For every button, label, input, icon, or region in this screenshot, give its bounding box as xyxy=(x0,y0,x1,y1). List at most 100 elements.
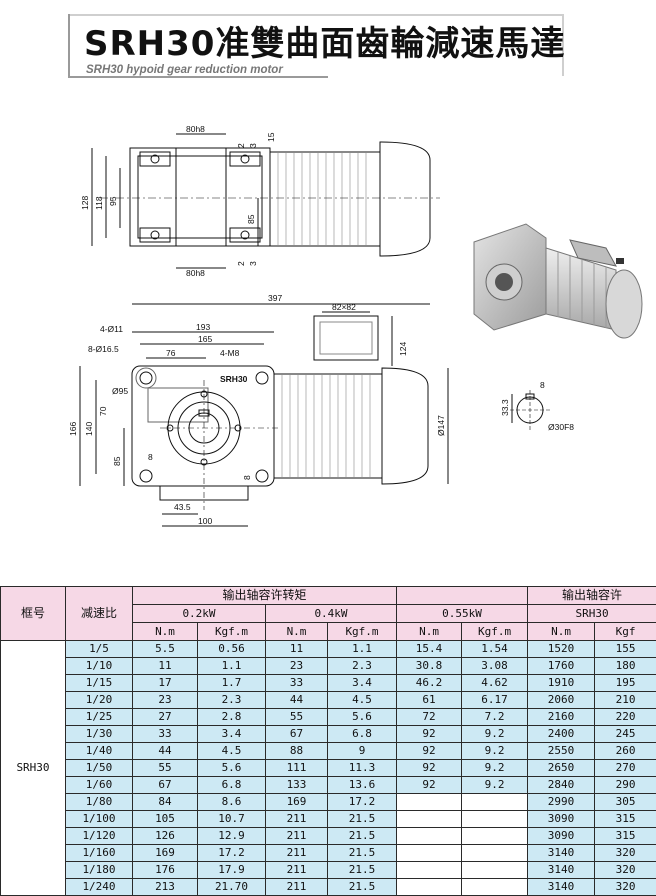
table-header-row-1: 框号 减速比 输出轴容许转矩 输出轴容许 xyxy=(1,587,656,605)
ratio-cell: 1/25 xyxy=(66,709,133,726)
value-cell: 17.2 xyxy=(328,794,397,811)
value-cell: 211 xyxy=(266,811,328,828)
photo-motor-cap xyxy=(606,270,642,338)
value-cell: 2.3 xyxy=(328,658,397,675)
ratio-cell: 1/60 xyxy=(66,777,133,794)
value-cell: 9 xyxy=(328,743,397,760)
front-view-dim-124: 124 xyxy=(398,342,408,356)
front-view-dim-82x82: 82×82 xyxy=(332,302,356,312)
top-view: 80h8 15 2 3 128 118 95 85 2 3 80h8 xyxy=(80,124,440,278)
value-cell: 7.2 xyxy=(462,709,528,726)
value-cell: 17 xyxy=(133,675,198,692)
shaft-detail-dim-8: 8 xyxy=(540,380,545,390)
header-unit: Kgf.m xyxy=(198,623,266,641)
value-cell: 211 xyxy=(266,879,328,896)
frame-cell: SRH30 xyxy=(1,641,66,896)
value-cell: 17.9 xyxy=(198,862,266,879)
value-cell: 10.7 xyxy=(198,811,266,828)
value-cell: 9.2 xyxy=(462,743,528,760)
value-cell: 133 xyxy=(266,777,328,794)
value-cell: 2.3 xyxy=(198,692,266,709)
top-view-motor-body xyxy=(270,152,380,246)
value-cell: 2400 xyxy=(528,726,595,743)
value-cell: 1.1 xyxy=(328,641,397,658)
value-cell: 270 xyxy=(595,760,656,777)
value-cell: 6.8 xyxy=(328,726,397,743)
front-view-dim-85: 85 xyxy=(112,456,122,466)
value-cell: 5.6 xyxy=(328,709,397,726)
front-view-mount-hole-3 xyxy=(140,470,152,482)
header-power-1: 0.2kW xyxy=(133,605,266,623)
value-cell: 21.5 xyxy=(328,879,397,896)
front-view-dim-76: 76 xyxy=(166,348,176,358)
value-cell: 211 xyxy=(266,828,328,845)
top-view-dim-80h8-top: 80h8 xyxy=(186,124,205,134)
value-cell: 6.17 xyxy=(462,692,528,709)
header-frame: 框号 xyxy=(1,587,66,641)
title-frame-bottom-line xyxy=(68,76,328,78)
value-cell: 1.1 xyxy=(198,658,266,675)
front-view-dim-193: 193 xyxy=(196,322,210,332)
front-view-dim-8-right: 8 xyxy=(242,475,252,480)
header-power-2: 0.4kW xyxy=(266,605,397,623)
value-cell: 15.4 xyxy=(397,641,462,658)
title-frame-left-line xyxy=(68,14,70,76)
front-view-dim-100: 100 xyxy=(198,516,212,526)
top-view-foot-2 xyxy=(230,152,260,166)
top-view-dim-3-bottom: 3 xyxy=(248,261,258,266)
value-cell: 2060 xyxy=(528,692,595,709)
spec-table: 框号 减速比 输出轴容许转矩 输出轴容许 0.2kW 0.4kW 0.55kW … xyxy=(0,586,656,896)
header-unit: Kgf xyxy=(595,623,656,641)
top-view-dim-3-top: 3 xyxy=(248,143,258,148)
top-view-dim-15: 15 xyxy=(266,132,276,142)
value-cell: 213 xyxy=(133,879,198,896)
front-view-dim-165: 165 xyxy=(198,334,212,344)
value-cell: 211 xyxy=(266,845,328,862)
header-load-group: 输出轴容许 xyxy=(528,587,656,605)
value-cell: 9.2 xyxy=(462,726,528,743)
value-cell xyxy=(397,811,462,828)
header-power-3: 0.55kW xyxy=(397,605,528,623)
value-cell: 320 xyxy=(595,879,656,896)
page-title: SRH30准雙曲面齒輪減速馬達 xyxy=(84,16,565,65)
value-cell: 21.5 xyxy=(328,862,397,879)
value-cell: 180 xyxy=(595,658,656,675)
top-view-dim-85: 85 xyxy=(246,214,256,224)
value-cell: 4.5 xyxy=(328,692,397,709)
value-cell: 195 xyxy=(595,675,656,692)
value-cell: 72 xyxy=(397,709,462,726)
value-cell: 92 xyxy=(397,777,462,794)
value-cell: 2650 xyxy=(528,760,595,777)
value-cell: 5.5 xyxy=(133,641,198,658)
photo-cable-gland xyxy=(616,258,624,264)
value-cell: 21.5 xyxy=(328,811,397,828)
value-cell: 88 xyxy=(266,743,328,760)
ratio-cell: 1/180 xyxy=(66,862,133,879)
value-cell xyxy=(462,811,528,828)
page-subtitle: SRH30 hypoid gear reduction motor xyxy=(86,64,283,76)
value-cell: 61 xyxy=(397,692,462,709)
value-cell xyxy=(462,862,528,879)
value-cell: 260 xyxy=(595,743,656,760)
value-cell: 155 xyxy=(595,641,656,658)
value-cell: 315 xyxy=(595,811,656,828)
value-cell: 17.2 xyxy=(198,845,266,862)
value-cell: 290 xyxy=(595,777,656,794)
value-cell: 46.2 xyxy=(397,675,462,692)
value-cell: 4.5 xyxy=(198,743,266,760)
front-view-flange xyxy=(148,388,208,422)
top-view-dim-95: 95 xyxy=(108,196,118,206)
front-view-dim-8-d16-5: 8-Ø16.5 xyxy=(88,344,119,354)
value-cell: 3090 xyxy=(528,828,595,845)
value-cell: 3090 xyxy=(528,811,595,828)
header-unit: N.m xyxy=(133,623,198,641)
top-view-motor-cap xyxy=(380,142,430,256)
header-unit: N.m xyxy=(266,623,328,641)
value-cell: 84 xyxy=(133,794,198,811)
product-photo-svg xyxy=(466,218,652,358)
ratio-cell: 1/5 xyxy=(66,641,133,658)
